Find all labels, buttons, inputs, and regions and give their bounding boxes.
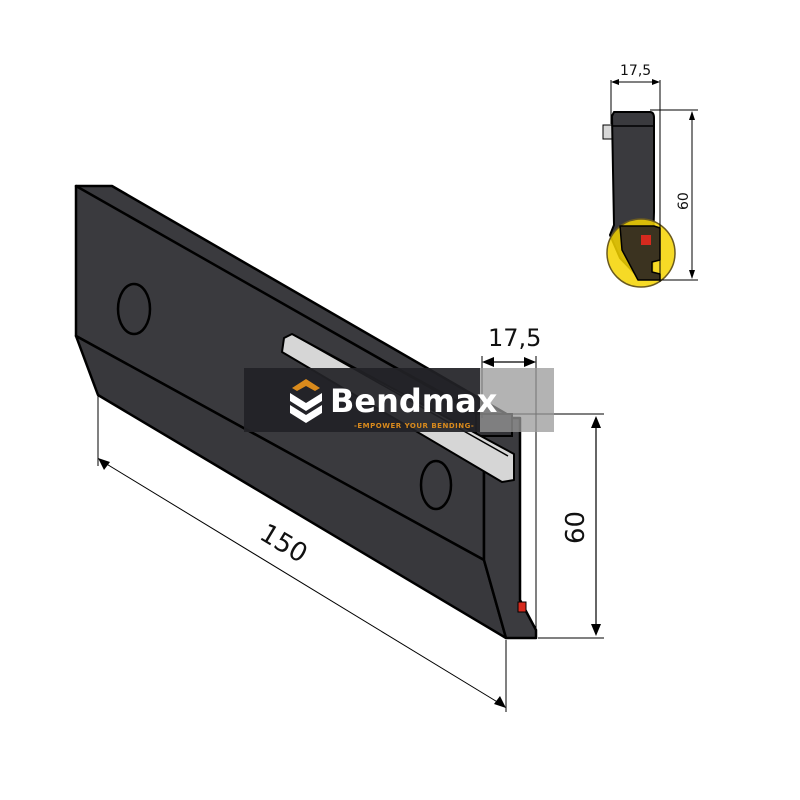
dimension-width: 17,5 — [481, 324, 541, 638]
dimension-length-label: 150 — [254, 518, 312, 569]
profile-view — [602, 111, 676, 288]
dimension-height: 60 — [512, 413, 604, 639]
mounting-hole-left — [116, 282, 152, 336]
watermark: Bendmax -EMPOWER YOUR BENDING- — [244, 368, 554, 432]
dimension-width-label: 17,5 — [488, 324, 541, 352]
dimension-height-label: 60 — [561, 511, 591, 544]
brand-tagline: -EMPOWER YOUR BENDING- — [354, 422, 474, 430]
profile-red-marker — [641, 235, 651, 245]
profile-width-label: 17,5 — [620, 63, 651, 79]
profile-dimension-width: 17,5 — [610, 63, 661, 282]
profile-tab — [602, 124, 613, 140]
profile-height-label: 60 — [676, 192, 692, 210]
brand-name: Bendmax — [330, 382, 498, 420]
red-marker — [517, 601, 527, 613]
profile-dimension-height: 60 — [650, 109, 698, 281]
bendmax-logo-icon — [290, 379, 322, 423]
mounting-hole-right — [419, 459, 453, 511]
